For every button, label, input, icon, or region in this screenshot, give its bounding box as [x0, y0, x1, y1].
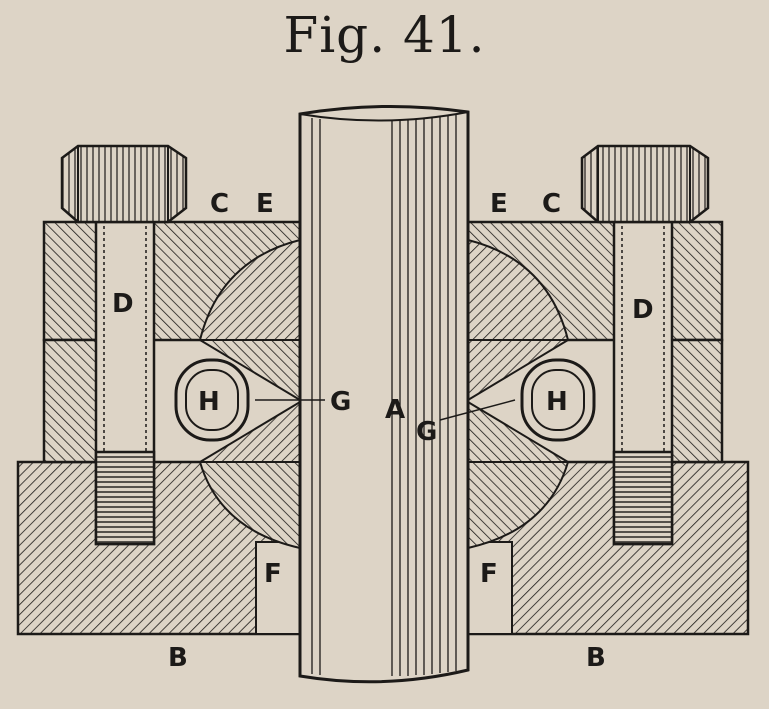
label-a: A	[385, 395, 405, 425]
spring-left	[174, 358, 250, 442]
label-h-right: H	[546, 387, 568, 417]
label-e-right: E	[490, 189, 508, 219]
label-f-right: F	[480, 559, 498, 589]
leader-lines	[255, 399, 516, 421]
bolt-right	[580, 144, 710, 546]
label-d-right: D	[632, 295, 654, 325]
figure-title: Fig. 41.	[283, 6, 486, 64]
bolt-left	[60, 144, 188, 546]
spring-right	[520, 358, 596, 442]
piston-rod	[298, 104, 470, 684]
label-c-right: C	[542, 189, 561, 219]
wedge-rings	[196, 339, 572, 463]
label-h-left: H	[198, 387, 220, 417]
label-c-left: C	[210, 189, 229, 219]
label-g-left: G	[330, 387, 351, 417]
label-b-left: B	[168, 643, 188, 673]
label-g-right: G	[416, 417, 437, 447]
label-d-left: D	[112, 289, 134, 319]
label-b-right: B	[586, 643, 606, 673]
label-f-left: F	[264, 559, 282, 589]
label-e-left: E	[256, 189, 274, 219]
